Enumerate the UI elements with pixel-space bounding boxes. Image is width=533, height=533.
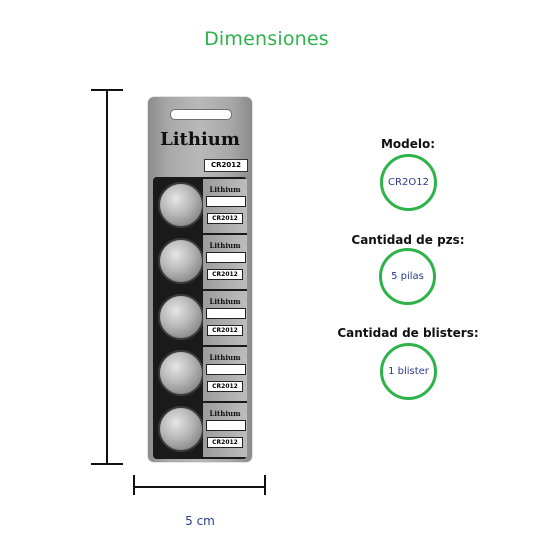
cell-model: CR2012 <box>207 213 243 224</box>
coin-battery-icon <box>158 182 204 228</box>
height-line-top-cap <box>91 89 123 91</box>
blister-card-image: Lithium CR2012 Lithium CR2012 Lithium CR… <box>148 97 252 462</box>
cell-label: Lithium CR2012 <box>203 347 247 401</box>
cell-model: CR2012 <box>207 269 243 280</box>
warning-symbols-icon <box>206 308 246 319</box>
coin-battery-icon <box>158 294 204 340</box>
cell-label: Lithium CR2012 <box>203 291 247 345</box>
page-title: Dimensiones <box>204 28 329 50</box>
blisters-value: 1 blister <box>388 366 429 377</box>
width-line-right-cap <box>264 475 266 495</box>
width-line <box>134 486 265 488</box>
cell-brand: Lithium <box>209 241 241 250</box>
model-badge: CR2O12 <box>380 154 437 211</box>
height-line <box>106 90 108 464</box>
cell-brand: Lithium <box>209 297 241 306</box>
cell-brand: Lithium <box>209 409 241 418</box>
card-model-tag: CR2012 <box>204 159 248 172</box>
width-label: 5 cm <box>185 514 215 528</box>
coin-battery-icon <box>158 406 204 452</box>
warning-symbols-icon <box>206 420 246 431</box>
battery-cell: Lithium CR2012 <box>153 179 247 235</box>
hang-hole <box>170 109 232 120</box>
cell-brand: Lithium <box>209 185 241 194</box>
pieces-value: 5 pilas <box>391 271 424 282</box>
cell-label: Lithium CR2012 <box>203 179 247 233</box>
warning-symbols-icon <box>206 364 246 375</box>
model-label: Modelo: <box>380 137 436 151</box>
cell-label: Lithium CR2012 <box>203 403 247 457</box>
model-value: CR2O12 <box>388 177 429 188</box>
cell-brand: Lithium <box>209 353 241 362</box>
warning-symbols-icon <box>206 252 246 263</box>
coin-battery-icon <box>158 238 204 284</box>
battery-cell: Lithium CR2012 <box>153 347 247 403</box>
pieces-badge: 5 pilas <box>379 248 436 305</box>
battery-cell: Lithium CR2012 <box>153 291 247 347</box>
coin-battery-icon <box>158 350 204 396</box>
cell-model: CR2012 <box>207 325 243 336</box>
warning-symbols-icon <box>206 196 246 207</box>
card-brand: Lithium <box>160 129 240 150</box>
blisters-badge: 1 blister <box>380 343 437 400</box>
blisters-label: Cantidad de blisters: <box>337 326 479 340</box>
battery-strip: Lithium CR2012 Lithium CR2012 Lithium CR… <box>153 177 247 459</box>
pieces-label: Cantidad de pzs: <box>351 233 465 247</box>
width-line-left-cap <box>133 475 135 495</box>
cell-model: CR2012 <box>207 381 243 392</box>
battery-cell: Lithium CR2012 <box>153 235 247 291</box>
height-line-bottom-cap <box>91 463 123 465</box>
cell-model: CR2012 <box>207 437 243 448</box>
cell-label: Lithium CR2012 <box>203 235 247 289</box>
battery-cell: Lithium CR2012 <box>153 403 247 459</box>
